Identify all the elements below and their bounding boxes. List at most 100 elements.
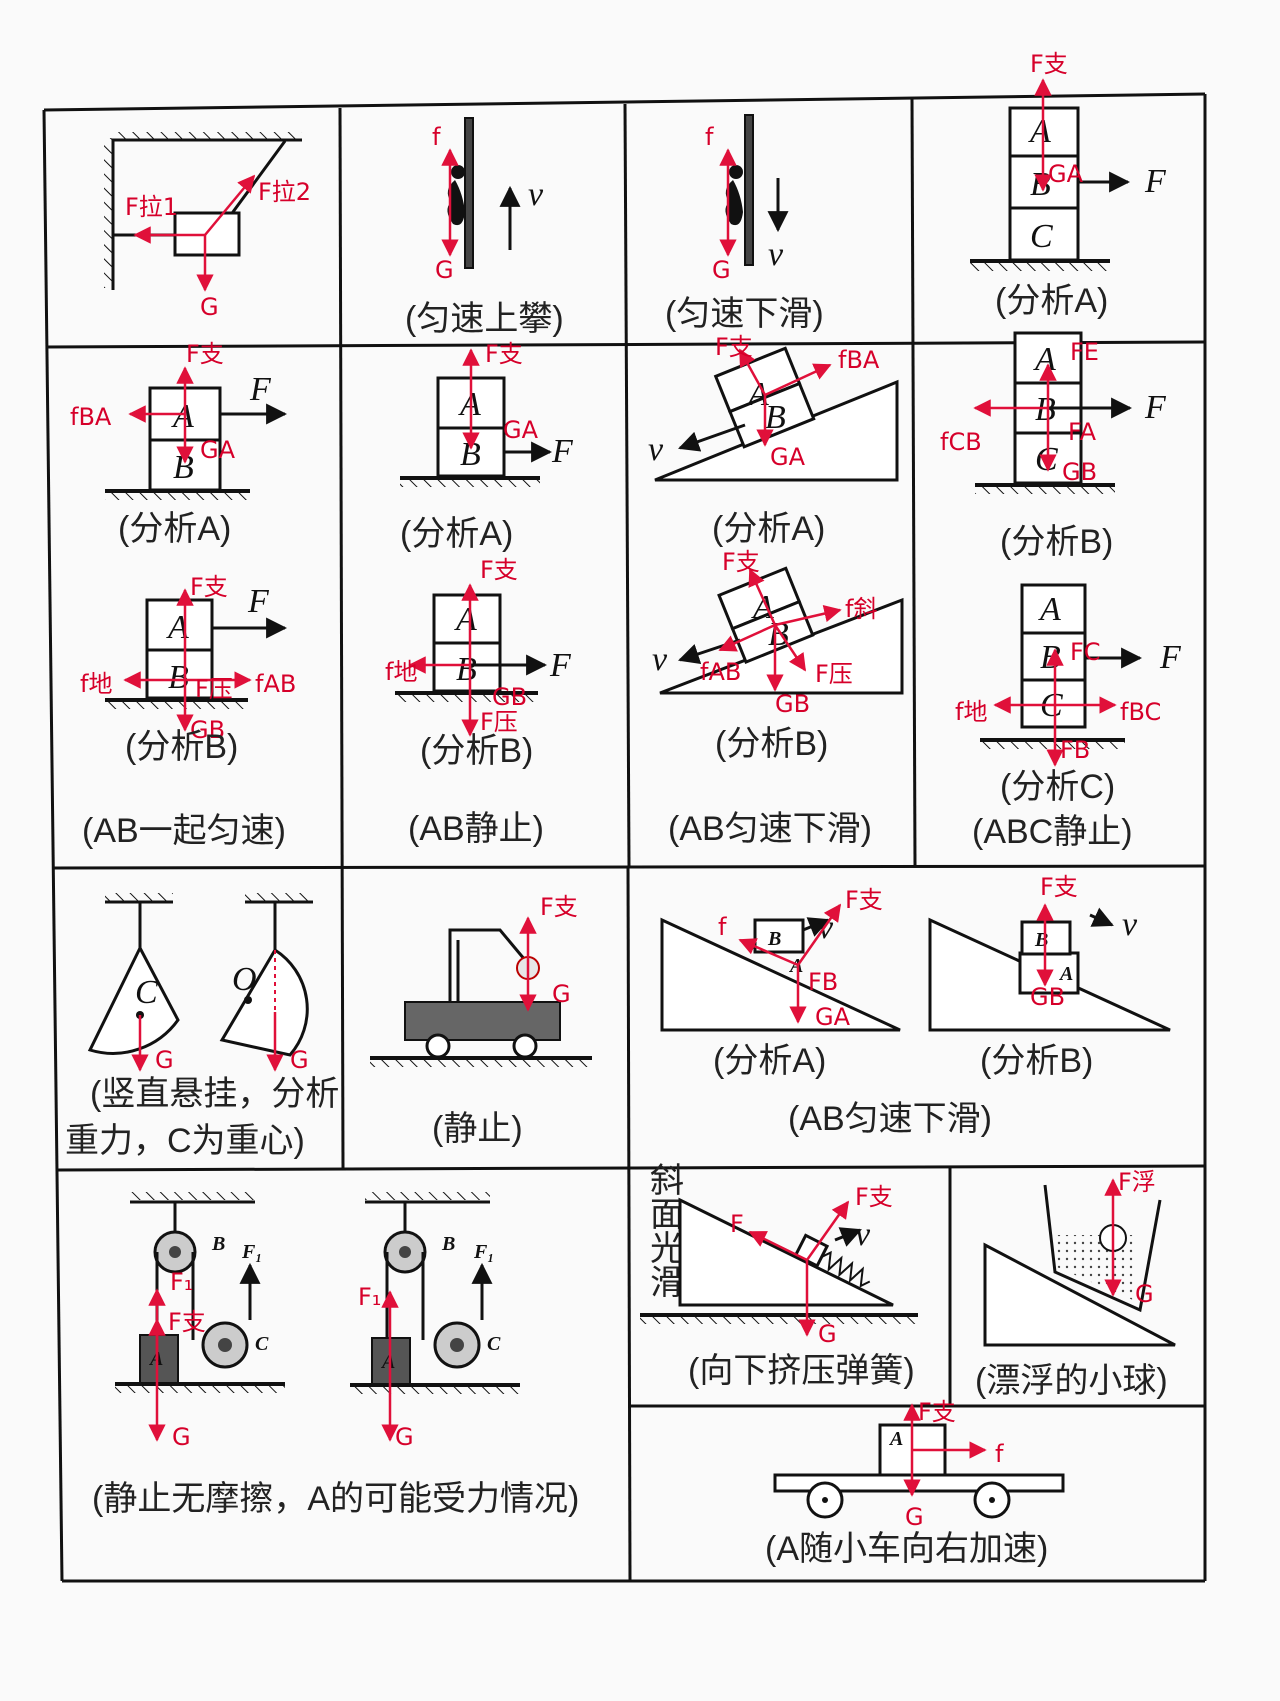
caption-group: (AB匀速下滑) xyxy=(668,810,872,848)
caption-group: (AB匀速下滑) xyxy=(788,1100,992,1138)
block-c-label: C xyxy=(1030,218,1053,255)
side-text-3: 光 xyxy=(650,1230,684,1268)
force-label-top: F xyxy=(1144,389,1167,426)
side-text-2: 面 xyxy=(650,1196,684,1234)
label-red-f1-right: F₁ xyxy=(358,1283,381,1311)
block-c-bot xyxy=(1020,678,1087,729)
label-fba: fBA xyxy=(70,403,112,431)
caption: (匀速上攀) xyxy=(405,300,564,338)
label-fdi: f地 xyxy=(955,698,987,726)
ground-hatch-bot xyxy=(980,742,1125,749)
label-g-right: G xyxy=(290,1046,309,1074)
pulley-c-axle-left xyxy=(218,1338,232,1352)
label-c: C xyxy=(135,974,158,1011)
velocity-arrow-bot xyxy=(678,638,741,664)
caption: (漂浮的小球) xyxy=(975,1362,1168,1400)
climber-head xyxy=(729,165,743,179)
label-red-n-left: F支 xyxy=(168,1308,206,1336)
label-n: F支 xyxy=(845,886,883,914)
label-n: F支 xyxy=(1030,50,1068,78)
block-b-label-top: B xyxy=(173,449,194,486)
caption: (静止无摩擦，A的可能受力情况) xyxy=(92,1480,579,1518)
label-g: G xyxy=(712,256,731,284)
label-fe: FE xyxy=(1070,338,1099,366)
label-fab: fAB xyxy=(255,670,296,698)
caption: (匀速下滑) xyxy=(665,295,824,333)
label-g: G xyxy=(818,1320,837,1348)
label-fb: FB xyxy=(808,968,838,996)
pulley-b-axle-right xyxy=(399,1246,411,1258)
label-a-left: A xyxy=(148,1348,163,1370)
cell-floating-ball: F浮 G (漂浮的小球) xyxy=(975,1168,1176,1400)
force-label-bot: F xyxy=(1159,639,1182,676)
caption-bot: (分析B) xyxy=(420,732,533,770)
label-ga: GA xyxy=(503,416,539,444)
velocity-arrow-top xyxy=(678,423,746,452)
side-text-1: 斜 xyxy=(650,1162,684,1200)
wedge-left xyxy=(660,917,901,1032)
pole xyxy=(744,114,754,266)
label-fxie: f斜 xyxy=(845,595,877,623)
label-f: f xyxy=(705,123,714,151)
caption-bot: (分析B) xyxy=(125,728,238,766)
wheel-left-hub xyxy=(822,1497,828,1503)
block-b-label-top: B xyxy=(765,399,786,436)
caption-top: (分析A) xyxy=(400,515,513,553)
ground-hatch-left xyxy=(115,1386,285,1393)
ground-hatch xyxy=(970,263,1110,271)
cell-abc-static: A B C F FE fCB FA GB (分析B) A B C F FC f地… xyxy=(940,331,1182,851)
ceiling-left xyxy=(105,893,173,901)
label-g: G xyxy=(200,293,219,321)
block-a-label-bot: A xyxy=(454,601,477,638)
block-b-label-left: B xyxy=(767,928,781,950)
wedge xyxy=(983,1242,1176,1347)
cell-pulleys: B F₁ C A F₁ F支 G B F₁ C A F₁ G (静止无摩擦，A的… xyxy=(92,1192,579,1518)
sector-left xyxy=(87,944,180,1055)
label-red-g-right: G xyxy=(395,1423,414,1451)
label-f: F xyxy=(730,1210,744,1238)
label-f1-left: F₁ xyxy=(241,1241,262,1263)
caption: (A随小车向右加速) xyxy=(765,1530,1048,1568)
caption-b: (分析B) xyxy=(980,1042,1093,1080)
ceiling-left xyxy=(130,1192,255,1200)
block-a-left xyxy=(139,1334,179,1384)
label-f1: F拉1 xyxy=(125,193,178,221)
caption-top: (分析A) xyxy=(118,510,231,548)
ground-hatch-bot xyxy=(105,702,248,709)
caption-bot: (分析B) xyxy=(715,725,828,763)
cell-ab-static: A B F F支 GA (分析A) A B F F支 f地 GB F压 (分析B… xyxy=(385,340,574,848)
label-fc: FC xyxy=(1070,638,1101,666)
velocity-label-bot: v xyxy=(652,641,668,678)
label-b-left: B xyxy=(211,1233,225,1255)
block-c-label-top: C xyxy=(1035,441,1058,478)
pole xyxy=(464,117,474,269)
ceiling-right xyxy=(245,893,313,901)
label-g: G xyxy=(905,1503,924,1531)
velocity-label-top: v xyxy=(648,431,664,468)
label-fdi: f地 xyxy=(80,670,112,698)
ground-hatch xyxy=(370,1060,592,1067)
label-f: f xyxy=(432,123,441,151)
caption-bot: (分析C) xyxy=(1000,768,1115,806)
table-grid xyxy=(42,92,1207,1583)
wall-corner xyxy=(111,138,302,290)
cell-ab-uniform: A B F F支 fBA GA (分析A) A B F F支 f地 F压 fAB… xyxy=(70,340,296,850)
block-a-label-bot: A xyxy=(751,589,774,626)
label-n-top: F支 xyxy=(186,340,224,368)
block-b-label-top: B xyxy=(1035,391,1056,428)
label-n-top: F支 xyxy=(485,340,523,368)
block-a-label-top: A xyxy=(746,376,769,413)
block-b-bot xyxy=(145,648,214,700)
climber-figure xyxy=(447,180,465,226)
incline xyxy=(678,1197,894,1307)
spring xyxy=(821,1250,871,1288)
label-g: G xyxy=(1135,1280,1154,1308)
caption-group: (ABC静止) xyxy=(972,813,1133,851)
force-arrow-f2 xyxy=(204,174,256,236)
label-ga: GA xyxy=(200,436,236,464)
label-fy: F压 xyxy=(815,660,853,688)
caption: (向下挤压弹簧) xyxy=(688,1352,915,1390)
label-red-f1-left: F₁ xyxy=(170,1268,193,1296)
label-gb: GB xyxy=(492,683,527,711)
label-o: O xyxy=(232,961,257,998)
